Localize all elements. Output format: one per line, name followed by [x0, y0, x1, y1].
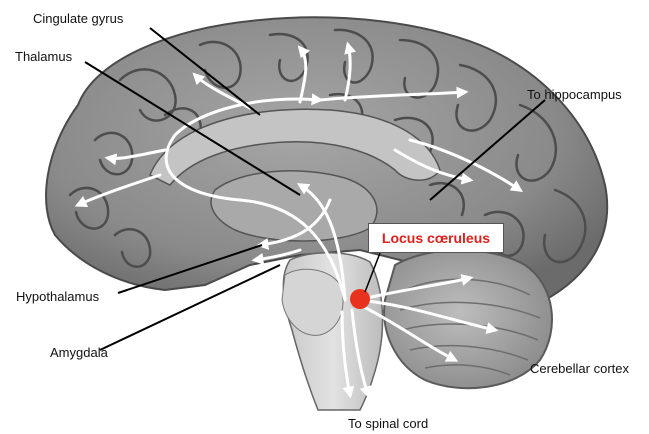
thalamus-region [211, 171, 377, 241]
label-thalamus: Thalamus [15, 50, 72, 63]
label-to-spinal-cord: To spinal cord [348, 417, 428, 430]
label-cingulate-gyrus: Cingulate gyrus [33, 12, 123, 25]
label-hypothalamus: Hypothalamus [16, 290, 99, 303]
label-cerebellar-cortex: Cerebellar cortex [530, 362, 629, 375]
cerebellum [384, 250, 552, 388]
label-locus-coeruleus: Locus cœruleus [382, 230, 490, 246]
locus-coeruleus-callout: Locus cœruleus [368, 223, 504, 253]
locus-coeruleus-dot [350, 289, 370, 309]
label-amygdala: Amygdala [50, 346, 108, 359]
label-to-hippocampus: To hippocampus [527, 88, 622, 101]
